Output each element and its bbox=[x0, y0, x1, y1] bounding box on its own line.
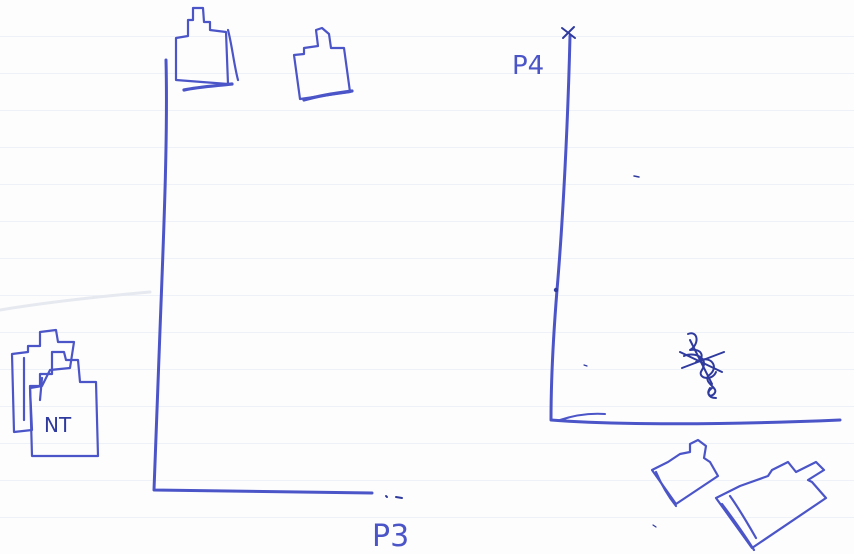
machine-icon bbox=[716, 462, 826, 550]
p4-label: P4 bbox=[512, 51, 544, 81]
right-wall-corner-tick bbox=[560, 414, 605, 420]
machine-icon bbox=[176, 8, 238, 90]
machine-icon bbox=[652, 440, 718, 506]
pencil-smudge bbox=[0, 292, 150, 310]
stray-dash bbox=[634, 176, 639, 177]
nt-label: NT bbox=[44, 413, 72, 437]
strikethrough-scribble bbox=[680, 333, 724, 398]
nt-machine-stack bbox=[12, 330, 98, 456]
p3-marker-dots bbox=[386, 496, 402, 498]
left-room-wall bbox=[154, 60, 372, 493]
stray-dash bbox=[653, 525, 656, 527]
wall-junction-dot bbox=[554, 288, 558, 292]
machine-icon bbox=[294, 28, 352, 100]
right-room-wall bbox=[551, 36, 840, 424]
p3-label: P3 bbox=[372, 519, 409, 554]
stray-dash bbox=[584, 365, 587, 366]
